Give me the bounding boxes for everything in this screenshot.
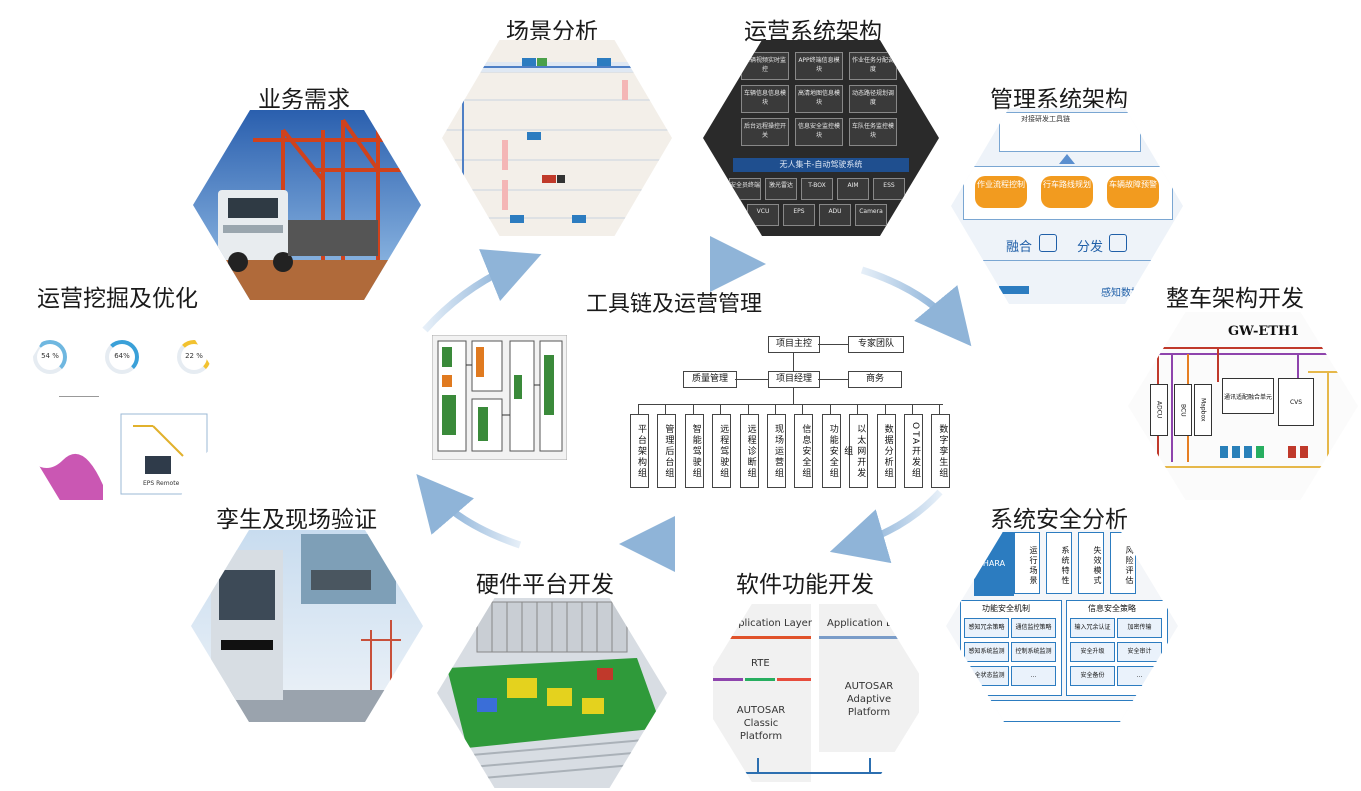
- mining-box-label: EPS Remote: [143, 480, 180, 487]
- safety-cell: ...: [1011, 666, 1056, 686]
- org-column-6: 现场运营组: [767, 414, 786, 488]
- mgmt-sense: 感知数据: [1101, 288, 1141, 299]
- ops-cell: 车辆视频实时监控: [741, 52, 789, 80]
- org-column-11: OTA开发组: [904, 414, 923, 488]
- label-business: 业务需求: [258, 87, 350, 113]
- ops-cell: APP终端信息模块: [795, 52, 843, 80]
- mgmt-fuse-icon: [1039, 234, 1057, 252]
- vehicle-box: Mapbox: [1194, 384, 1212, 436]
- mgmt-dist: 分发: [1077, 240, 1104, 255]
- sw-app-left: Application Layer: [725, 618, 812, 629]
- safety-left-title: 功能安全机制: [982, 604, 1030, 613]
- ops-cell: 车辆信息信息模块: [741, 85, 789, 113]
- org-top-left: 项目主控: [768, 336, 820, 353]
- vehicle-box: CVS: [1278, 378, 1314, 426]
- org-column-3: 智能驾驶组: [684, 414, 704, 488]
- vehicle-box: BCU: [1174, 384, 1192, 436]
- org-column-5: 远程诊断组: [739, 414, 759, 488]
- org-mid-right: 商务: [848, 371, 902, 388]
- safety-cell: 安全升级: [1070, 642, 1115, 662]
- ops-banner: 无人集卡-自动驾驶系统: [733, 158, 909, 172]
- mgmt-fuse: 融合: [1006, 240, 1033, 255]
- safety-cell: 加密传输: [1117, 618, 1162, 638]
- safety-cell: 输入冗余认证: [1070, 618, 1115, 638]
- label-vehicle-arch: 整车架构开发: [1166, 286, 1304, 312]
- center-circuit-image: [432, 335, 567, 460]
- sw-rte: RTE: [751, 658, 770, 669]
- org-top-right: 专家团队: [848, 336, 904, 353]
- safety-cell: 感知系统监测: [964, 642, 1009, 662]
- ops-module: EPS: [783, 204, 815, 226]
- org-column-1: 平台架构组: [630, 414, 649, 488]
- mgmt-pill: 车辆故障预警: [1107, 176, 1159, 208]
- center-title: 工具链及运营管理: [586, 292, 763, 317]
- ops-cell: 信息安全监控模块: [795, 118, 843, 146]
- arrow-bottom-right: [829, 489, 943, 564]
- mgmt-pill: 作业流程控制: [975, 176, 1027, 208]
- org-mid-left: 质量管理: [683, 371, 737, 388]
- org-column-12: 数字孪生组: [931, 414, 951, 488]
- ops-cell: 车队任务监控模块: [849, 118, 897, 146]
- ops-module: ADU: [819, 204, 851, 226]
- safety-cell: 安全审计: [1117, 642, 1162, 662]
- ops-module: AIM: [837, 178, 869, 200]
- mgmt-dist-icon: [1109, 234, 1127, 252]
- ops-cell: 动态路径规划调度: [849, 85, 897, 113]
- vehicle-title: GW-ETH1: [1228, 324, 1300, 339]
- ops-cell: 后台远程操控开关: [741, 118, 789, 146]
- vehicle-box: ADCU: [1150, 384, 1168, 436]
- safety-cell: 安全备份: [1070, 666, 1115, 686]
- ops-module: Camera: [855, 204, 887, 226]
- ops-cell: 高清地图信息模块: [795, 85, 843, 113]
- safety-header-cell: 风险评估: [1110, 532, 1136, 594]
- label-software: 软件功能开发: [736, 572, 874, 598]
- gauge-icon: 54 %: [33, 340, 67, 374]
- safety-cell: 通信监控策略: [1011, 618, 1056, 638]
- org-column-4: 远程驾驶组: [712, 414, 732, 488]
- mgmt-pill: 行车路线规划: [1041, 176, 1093, 208]
- safety-header-cell: 失效模式: [1078, 532, 1104, 594]
- safety-cell: 感知冗余策略: [964, 618, 1009, 638]
- ops-module: T-BOX: [801, 178, 833, 200]
- ops-module: 激光雷达: [765, 178, 797, 200]
- org-column-2: 管理后台组: [657, 414, 677, 488]
- gauge-value: 64%: [114, 352, 130, 360]
- sw-adaptive: AUTOSAR Adaptive Platform: [844, 681, 894, 718]
- org-column-9: 以太网开发组: [842, 414, 869, 488]
- label-mining: 运营挖掘及优化: [37, 286, 198, 312]
- safety-cell: 控制系统监测: [1011, 642, 1056, 662]
- hex-mining-dashboard: 54 % 64% 22 % EPS Remote: [3, 310, 235, 502]
- gauge-icon: 64%: [105, 340, 139, 374]
- vehicle-box: 通讯适配融合单元: [1222, 378, 1274, 414]
- ops-module: ESS: [873, 178, 905, 200]
- safety-header-cell: 运行场景: [1014, 532, 1040, 594]
- org-column-10: 数据分析组: [876, 414, 896, 488]
- label-safety: 系统安全分析: [990, 507, 1128, 533]
- sw-app-right: Application Layer: [827, 618, 914, 629]
- ops-cell: 作业任务分配调度: [849, 52, 897, 80]
- label-twin: 孪生及现场验证: [216, 507, 377, 533]
- org-column-8: 功能安全组: [821, 414, 841, 488]
- label-hardware: 硬件平台开发: [476, 572, 614, 598]
- org-mid-center: 项目经理: [768, 371, 820, 388]
- safety-header-cell: 系统特性: [1046, 532, 1072, 594]
- org-column-7: 信息安全组: [794, 414, 814, 488]
- sw-classic: AUTOSAR Classic Platform: [736, 705, 786, 742]
- gauge-value: 54 %: [41, 352, 59, 360]
- arrow-bottom-left: [416, 474, 522, 549]
- gauge-value: 22 %: [185, 352, 203, 360]
- safety-right-title: 信息安全策略: [1088, 604, 1136, 613]
- mgmt-top: 对接研发工具链: [1021, 115, 1070, 123]
- arrow-top-left: [422, 249, 542, 333]
- arrow-top-right: [860, 266, 972, 347]
